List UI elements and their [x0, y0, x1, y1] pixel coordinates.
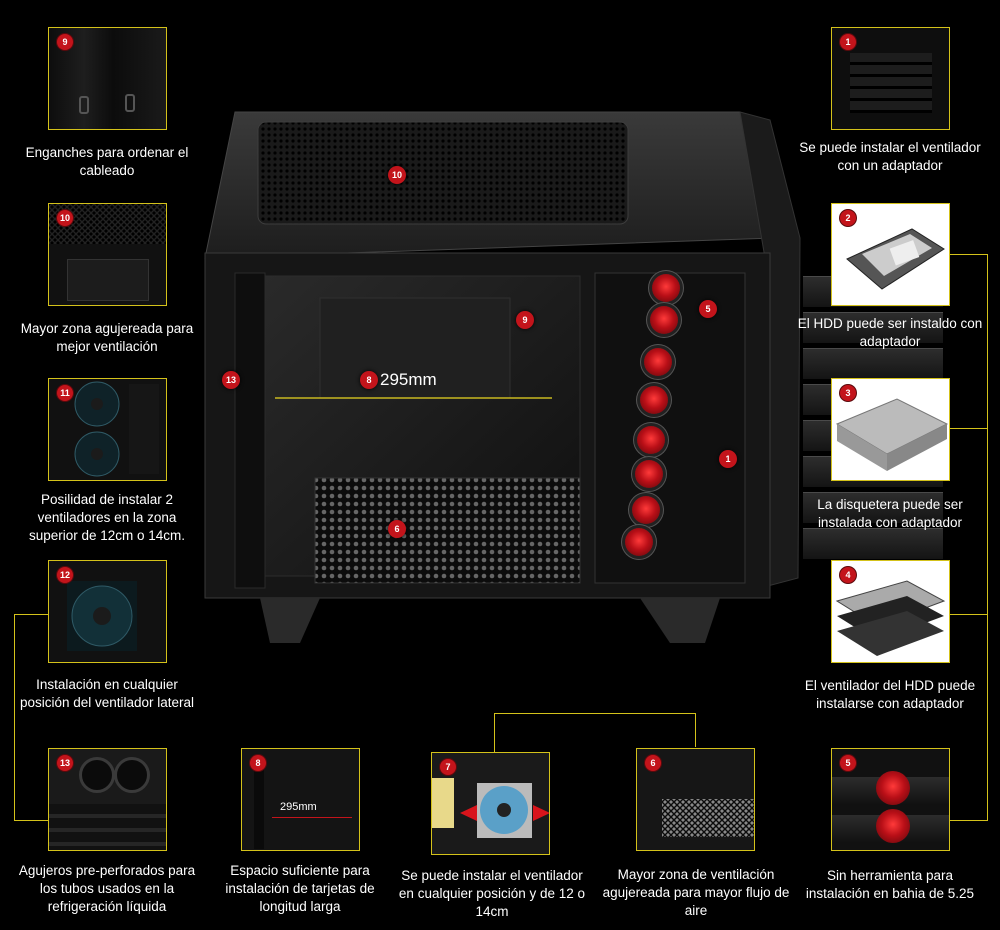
thumb-badge: 7 — [440, 759, 456, 775]
caption-cable-hooks: Enganches para ordenar el cableado — [25, 145, 189, 178]
caption-top-fans: Posilidad de instalar 2 ventiladores en … — [28, 492, 186, 543]
toolless-clip-knob — [637, 426, 665, 454]
pc-case-image: 295mm — [200, 108, 943, 648]
toolless-clip-knob — [635, 460, 663, 488]
thumb-badge: 9 — [57, 34, 73, 50]
fan-icon — [74, 381, 159, 477]
drive-bay — [803, 528, 943, 560]
thumb-cable-hooks: 9 — [48, 27, 167, 130]
toolless-clip-knob — [650, 306, 678, 334]
connector-line — [494, 713, 696, 714]
main-marker-13: 13 — [222, 371, 240, 389]
main-marker-10: 10 — [388, 166, 406, 184]
pc-case-drawing — [204, 111, 801, 643]
thumb-badge: 10 — [57, 210, 73, 226]
connector-line — [14, 820, 48, 821]
thumb-badge: 6 — [645, 755, 661, 771]
drive-bay — [803, 312, 943, 344]
thumb-floppy-adapter: 3 — [831, 378, 950, 481]
thumb-side-fan: 12 — [48, 560, 167, 663]
connector-line — [950, 614, 987, 615]
thumb-badge: 1 — [840, 34, 856, 50]
toolless-clip-knob — [625, 528, 653, 556]
floppy-drive-icon — [835, 398, 949, 471]
thumb-bottom-ventilation: 6 — [636, 748, 755, 851]
connector-line — [695, 713, 696, 747]
thumb-long-cards: 8 295mm — [241, 748, 360, 851]
thumb-top-fans: 11 — [48, 378, 167, 481]
hdd-icon — [846, 228, 945, 290]
hdd-stack-icon — [835, 580, 946, 656]
caption-floppy-adapter: La disquetera puede ser instalada con ad… — [817, 497, 963, 530]
thumb-toolless-bay: 5 — [831, 748, 950, 851]
connector-line — [950, 254, 987, 255]
drive-bay — [803, 492, 943, 524]
thumb-badge: 8 — [250, 755, 266, 771]
drive-bay — [803, 348, 943, 380]
toolless-clip-knob — [632, 496, 660, 524]
thumb-bay-fan-adapter: 1 — [831, 27, 950, 130]
connector-line — [987, 254, 988, 821]
caption-bottom-ventilation: Mayor zona de ventilación agujereada par… — [602, 867, 790, 918]
thumb-measure-label: 295mm — [280, 801, 317, 813]
caption-hdd-fan-adapter: El ventilador del HDD puede instalarse c… — [804, 678, 976, 711]
caption-fan-any-position: Se puede instalar el ventilador en cualq… — [398, 868, 586, 919]
caption-side-fan: Instalación en cualquier posición del ve… — [19, 677, 195, 710]
main-marker-6: 6 — [388, 520, 406, 538]
thumb-top-mesh: 10 — [48, 203, 167, 306]
main-marker-5: 5 — [699, 300, 717, 318]
thumb-badge: 5 — [840, 755, 856, 771]
thumb-badge: 11 — [57, 385, 73, 401]
caption-toolless-bay: Sin herramienta para instalación en bahi… — [805, 868, 975, 901]
main-marker-8: 8 — [360, 371, 378, 389]
thumb-fan-any-position: 7 — [431, 752, 550, 855]
thumb-badge: 2 — [840, 210, 856, 226]
caption-hdd-adapter: El HDD puede ser instaldo con adaptador — [797, 316, 983, 349]
main-marker-1: 1 — [719, 450, 737, 468]
thumb-badge: 13 — [57, 755, 73, 771]
fan-icon — [460, 783, 549, 838]
connector-line — [950, 428, 987, 429]
caption-bay-fan-adapter: Se puede instalar el ventilador con un a… — [799, 140, 981, 173]
connector-line — [14, 614, 48, 615]
caption-long-cards: Espacio suficiente para instalación de t… — [225, 863, 375, 914]
connector-line — [494, 713, 495, 753]
thumb-badge: 3 — [840, 385, 856, 401]
main-marker-9: 9 — [516, 311, 534, 329]
connector-line — [14, 614, 15, 821]
thumb-badge: 12 — [57, 567, 73, 583]
fan-icon — [67, 581, 137, 651]
connector-line — [950, 820, 987, 821]
toolless-clip-knob — [652, 274, 680, 302]
thumb-hdd-fan-adapter: 4 — [831, 560, 950, 663]
thumb-watercooling-holes: 13 — [48, 748, 167, 851]
toolless-clip-knob — [644, 348, 672, 376]
caption-top-mesh: Mayor zona agujereada para mejor ventila… — [20, 321, 194, 354]
main-measure-label: 295mm — [380, 370, 437, 389]
caption-watercooling-holes: Agujeros pre-perforados para los tubos u… — [18, 863, 196, 914]
thumb-hdd-adapter: 2 — [831, 203, 950, 306]
toolless-clip-knob — [640, 386, 668, 414]
thumb-badge: 4 — [840, 567, 856, 583]
